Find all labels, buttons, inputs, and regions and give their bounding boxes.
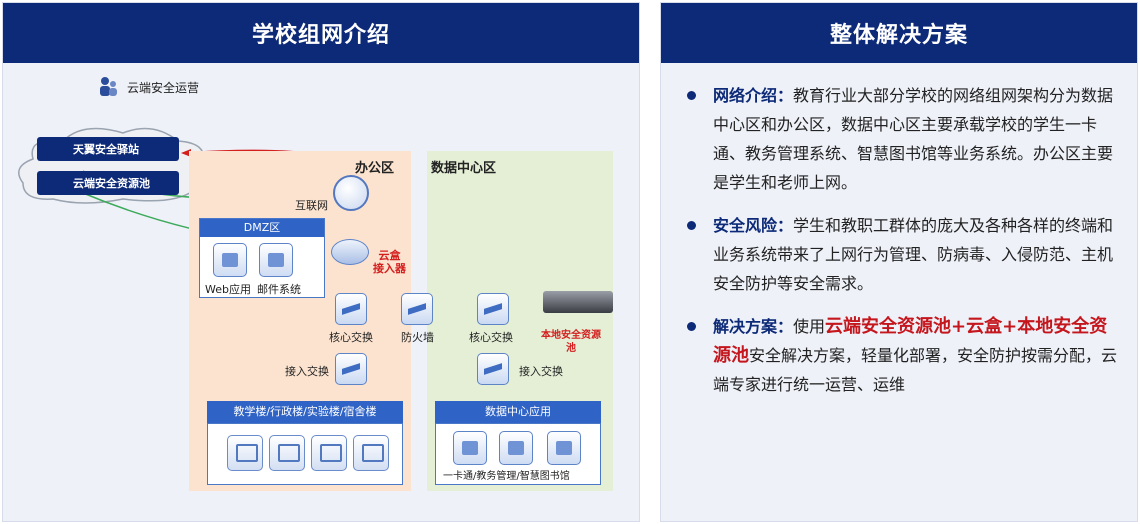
- core-switch-1-icon: [335, 293, 367, 325]
- dmz-mail-label: 邮件系统: [257, 283, 301, 296]
- right-panel-title: 整体解决方案: [661, 3, 1137, 63]
- bullet-head: 安全风险：: [713, 216, 794, 235]
- core-switch-2-icon: [477, 293, 509, 325]
- pc-icon: [311, 435, 347, 471]
- bullet-dot-icon: [687, 322, 696, 331]
- internet-label: 互联网: [295, 199, 328, 212]
- access-switch-1-label: 接入交换: [285, 365, 329, 378]
- ops-person-icon: [97, 75, 119, 97]
- network-diagram: 云端安全运营 天翼安全驿站 云端安全资源池 办公区 数据中心区 互联网 DMZ区…: [3, 63, 641, 523]
- edu-app-server-icon: [499, 431, 533, 465]
- cloud-box-router-icon: [331, 239, 369, 265]
- cloud-item-pool: 云端安全资源池: [37, 171, 179, 195]
- dmz-title: DMZ区: [200, 219, 324, 237]
- firewall-icon: [401, 293, 433, 325]
- office-zone-label: 办公区: [355, 161, 395, 176]
- pc-icon: [353, 435, 389, 471]
- card-app-server-icon: [453, 431, 487, 465]
- bullet-head: 解决方案：: [713, 317, 794, 336]
- firewall-label: 防火墙: [401, 331, 434, 344]
- bullet-text: 教育行业大部分学校的网络组网架构分为数据中心区和办公区，数据中心区主要承载学校的…: [713, 86, 1114, 192]
- bullet-pre: 使用: [793, 317, 826, 336]
- dmz-web-label: Web应用: [205, 283, 251, 296]
- right-panel: 整体解决方案 网络介绍：教育行业大部分学校的网络组网架构分为数据中心区和办公区，…: [660, 2, 1138, 522]
- bullet-dot-icon: [687, 91, 696, 100]
- pc-icon: [227, 435, 263, 471]
- core-switch-1-label: 核心交换: [329, 331, 373, 344]
- bullet-text: 学生和教职工群体的庞大及各种各样的终端和业务系统带来了上网行为管理、防病毒、入侵…: [713, 216, 1114, 293]
- internet-globe-icon: [333, 175, 369, 211]
- cloud-box-label: 云盒 接入器: [373, 249, 406, 275]
- access-switch-2-icon: [477, 353, 509, 385]
- solution-bullets: 网络介绍：教育行业大部分学校的网络组网架构分为数据中心区和办公区，数据中心区主要…: [681, 81, 1121, 413]
- web-server-icon: [213, 243, 247, 277]
- pc-icon: [269, 435, 305, 471]
- bullet-highlight: 云端安全资源池+云盒+本地安全资源池: [713, 316, 1108, 366]
- mail-server-icon: [259, 243, 293, 277]
- bullet-network: 网络介绍：教育行业大部分学校的网络组网架构分为数据中心区和办公区，数据中心区主要…: [681, 81, 1121, 197]
- datacenter-zone-label: 数据中心区: [431, 161, 497, 176]
- library-app-server-icon: [547, 431, 581, 465]
- core-switch-2-label: 核心交换: [469, 331, 513, 344]
- local-pool-label: 本地安全资源 池: [541, 330, 601, 354]
- bullet-solution: 解决方案：使用云端安全资源池+云盒+本地安全资源池安全解决方案，轻量化部署，安全…: [681, 312, 1121, 399]
- cloud-ops-label: 云端安全运营: [127, 81, 200, 95]
- bullet-text: 安全解决方案，轻量化部署，安全防护按需分配，云端专家进行统一运营、运维: [713, 346, 1118, 394]
- access-switch-2-label: 接入交换: [519, 365, 563, 378]
- local-pool-server-icon: [543, 291, 613, 313]
- left-panel-title: 学校组网介绍: [3, 3, 639, 63]
- dc-apps-bar: 数据中心应用: [435, 401, 601, 423]
- access-switch-1-icon: [335, 353, 367, 385]
- cloud-item-station: 天翼安全驿站: [37, 137, 179, 161]
- bullet-dot-icon: [687, 221, 696, 230]
- buildings-bar: 教学楼/行政楼/实验楼/宿舍楼: [207, 401, 403, 423]
- dc-app-items-label: 一卡通/教务管理/智慧图书馆: [443, 471, 570, 482]
- bullet-head: 网络介绍：: [713, 86, 794, 105]
- bullet-risk: 安全风险：学生和教职工群体的庞大及各种各样的终端和业务系统带来了上网行为管理、防…: [681, 211, 1121, 298]
- left-panel: 学校组网介绍 云端安全运营 天: [2, 2, 640, 522]
